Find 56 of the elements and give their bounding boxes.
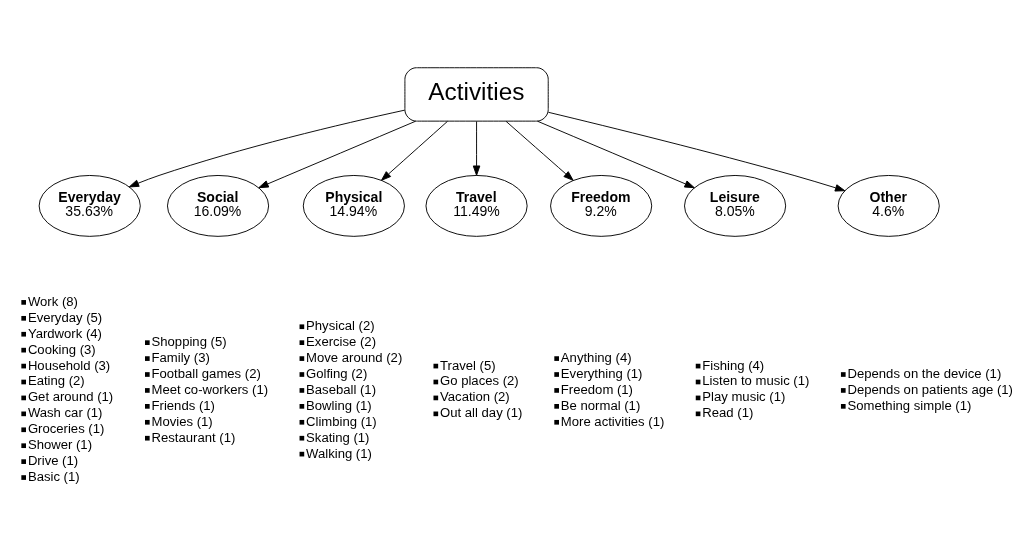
node-label: Something simple (1) (847, 397, 972, 413)
node-label: Everyday (5) (27, 309, 103, 325)
arrow (505, 120, 574, 181)
node-label: Vacation (2) (440, 389, 510, 405)
node-label: Travel (5) (440, 357, 496, 373)
node-ellipse: Other 4.6% (837, 175, 940, 237)
node-label: Out all day (1) (440, 405, 523, 421)
node-ellipse: Freedom 9.2% (550, 175, 653, 237)
node-label: Bowling (1) (306, 397, 372, 413)
node-label: Play music (1) (702, 389, 786, 405)
node-label: Skating (1) (306, 429, 370, 445)
node-ellipse: Travel 11.49% (425, 175, 528, 237)
node-label: Eating (2) (27, 373, 85, 389)
node-label: Fishing (4) (702, 357, 765, 373)
node-label: Listen to music (1) (702, 373, 810, 389)
node-label: Freedom (1) (560, 381, 633, 397)
node-label: Baseball (1) (306, 381, 377, 397)
node-label: Groceries (1) (27, 421, 105, 437)
node-label: Wash car (1) (27, 405, 103, 421)
node-label: Golfing (2) (306, 365, 368, 381)
node-label: Basic (1) (27, 469, 80, 485)
node-label: Meet co-workers (1) (151, 381, 269, 397)
arrow (381, 120, 448, 181)
node-label: Climbing (1) (306, 413, 377, 429)
node-label: Depends on patients age (1) (847, 381, 1013, 397)
node-label: More activities (1) (560, 413, 665, 429)
node-label: Everything (1) (560, 365, 643, 381)
node-label: Get around (1) (27, 389, 114, 405)
node-label: Work (8) (27, 293, 78, 309)
arrow (547, 111, 846, 192)
node-label: Physical (2) (306, 318, 375, 334)
node-label: Move around (2) (306, 350, 403, 366)
node-label: Drive (1) (27, 453, 79, 469)
node-label: Go places (2) (440, 373, 519, 389)
node-label: Restaurant (1) (151, 429, 236, 445)
node-label: Household (3) (27, 357, 111, 373)
node-label: Read (1) (702, 405, 754, 421)
arrow (537, 120, 695, 189)
node-label: Football games (2) (151, 365, 261, 381)
node-label: Shower (1) (27, 437, 93, 453)
node-label: Family (3) (151, 350, 210, 366)
node-label: Cooking (3) (27, 341, 96, 357)
node-box: Activities (404, 67, 549, 122)
node-label: Exercise (2) (306, 334, 377, 350)
node-label: Movies (1) (151, 413, 213, 429)
node-label: Friends (1) (151, 397, 215, 413)
node-label: Depends on the device (1) (847, 365, 1002, 381)
arrow (472, 120, 481, 176)
node-label: Be normal (1) (560, 397, 641, 413)
node-label: Yardwork (4) (27, 325, 102, 341)
node-label: Walking (1) (306, 445, 372, 461)
arrow (128, 109, 406, 188)
node-ellipse: Physical 14.94% (302, 175, 405, 237)
node-label: Anything (4) (560, 350, 632, 366)
node-label: Shopping (5) (151, 334, 227, 350)
arrow (258, 120, 417, 189)
